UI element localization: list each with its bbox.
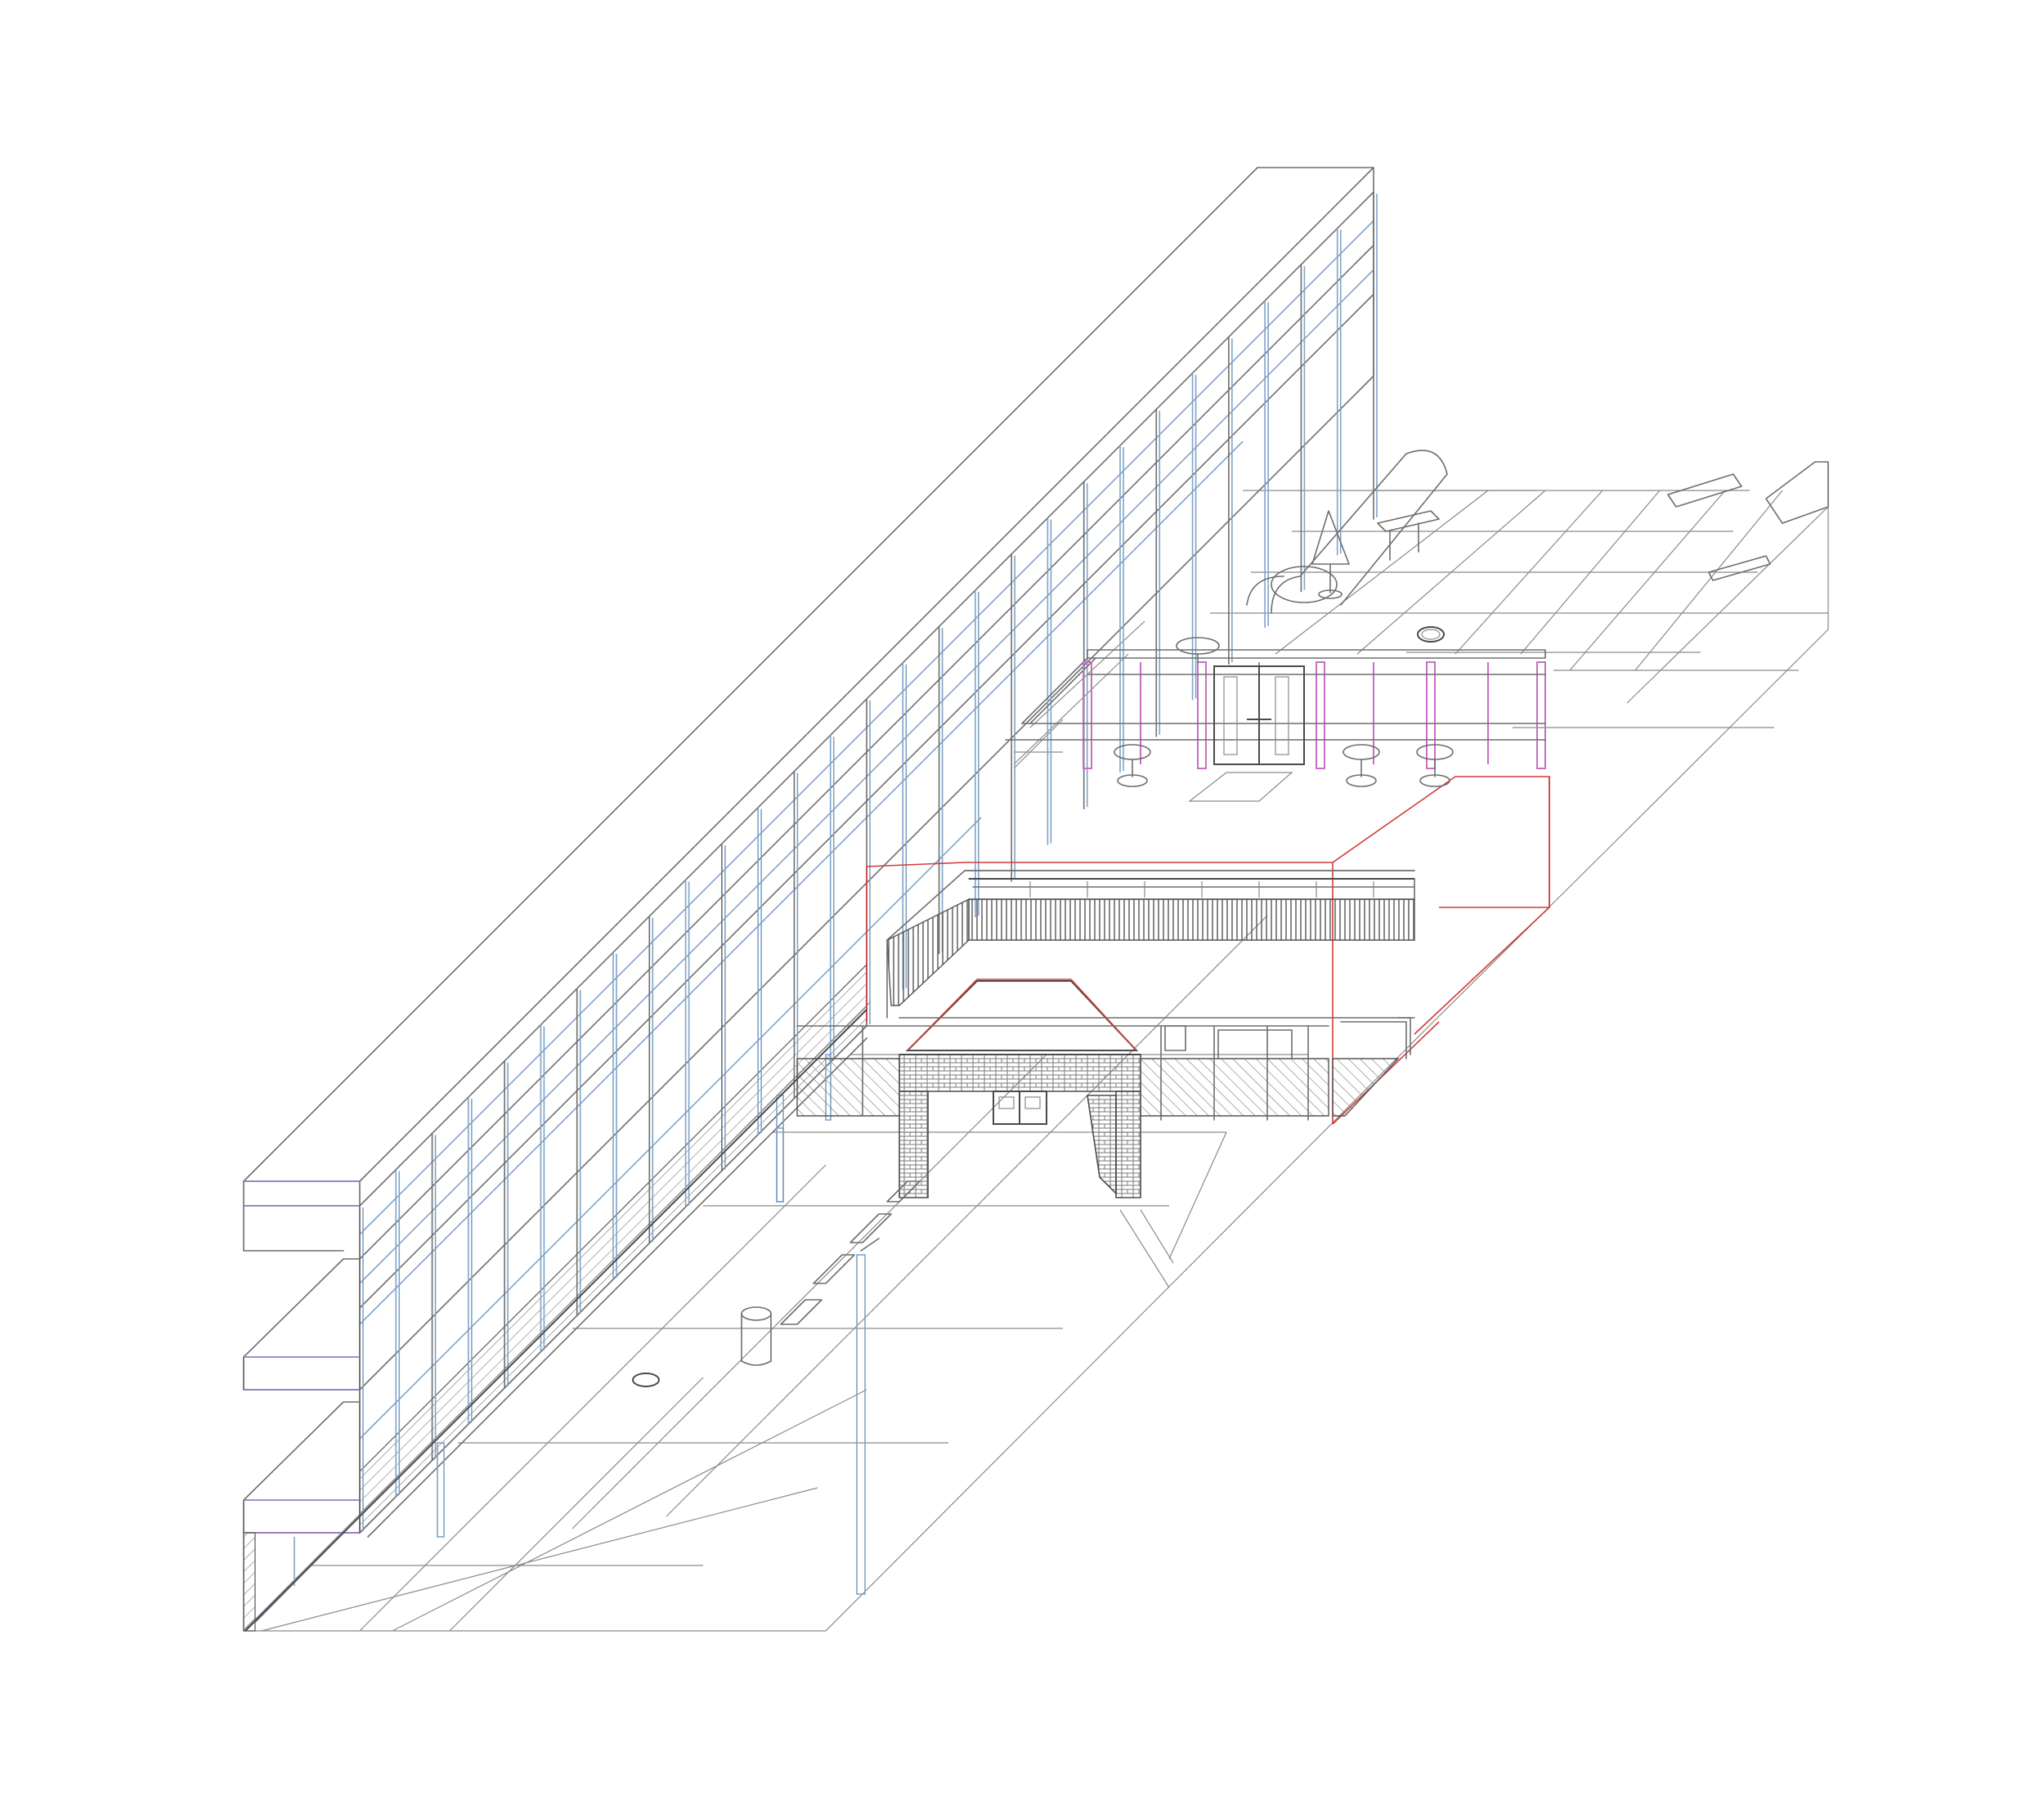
lamp-post	[856, 1238, 880, 1595]
drain-cover	[632, 1373, 660, 1387]
cafe-table	[1416, 744, 1454, 787]
slab-block-mullions	[359, 191, 1378, 1534]
cafe-table	[1114, 744, 1151, 787]
foreground-furniture	[741, 1180, 921, 1595]
back-furniture	[1246, 450, 1829, 614]
link-bridge	[866, 776, 1550, 1125]
litter-bin	[741, 1306, 772, 1366]
cafe-table	[1176, 637, 1220, 663]
ground-floor-glazing	[796, 1017, 1411, 1121]
pavilion	[1005, 637, 1546, 802]
canopy-columns	[776, 1127, 784, 1203]
drain-cover	[1417, 626, 1445, 643]
courtyard-paving	[243, 462, 1829, 1632]
cafe-table	[1342, 744, 1380, 787]
slab-block-columns	[437, 1054, 831, 1538]
